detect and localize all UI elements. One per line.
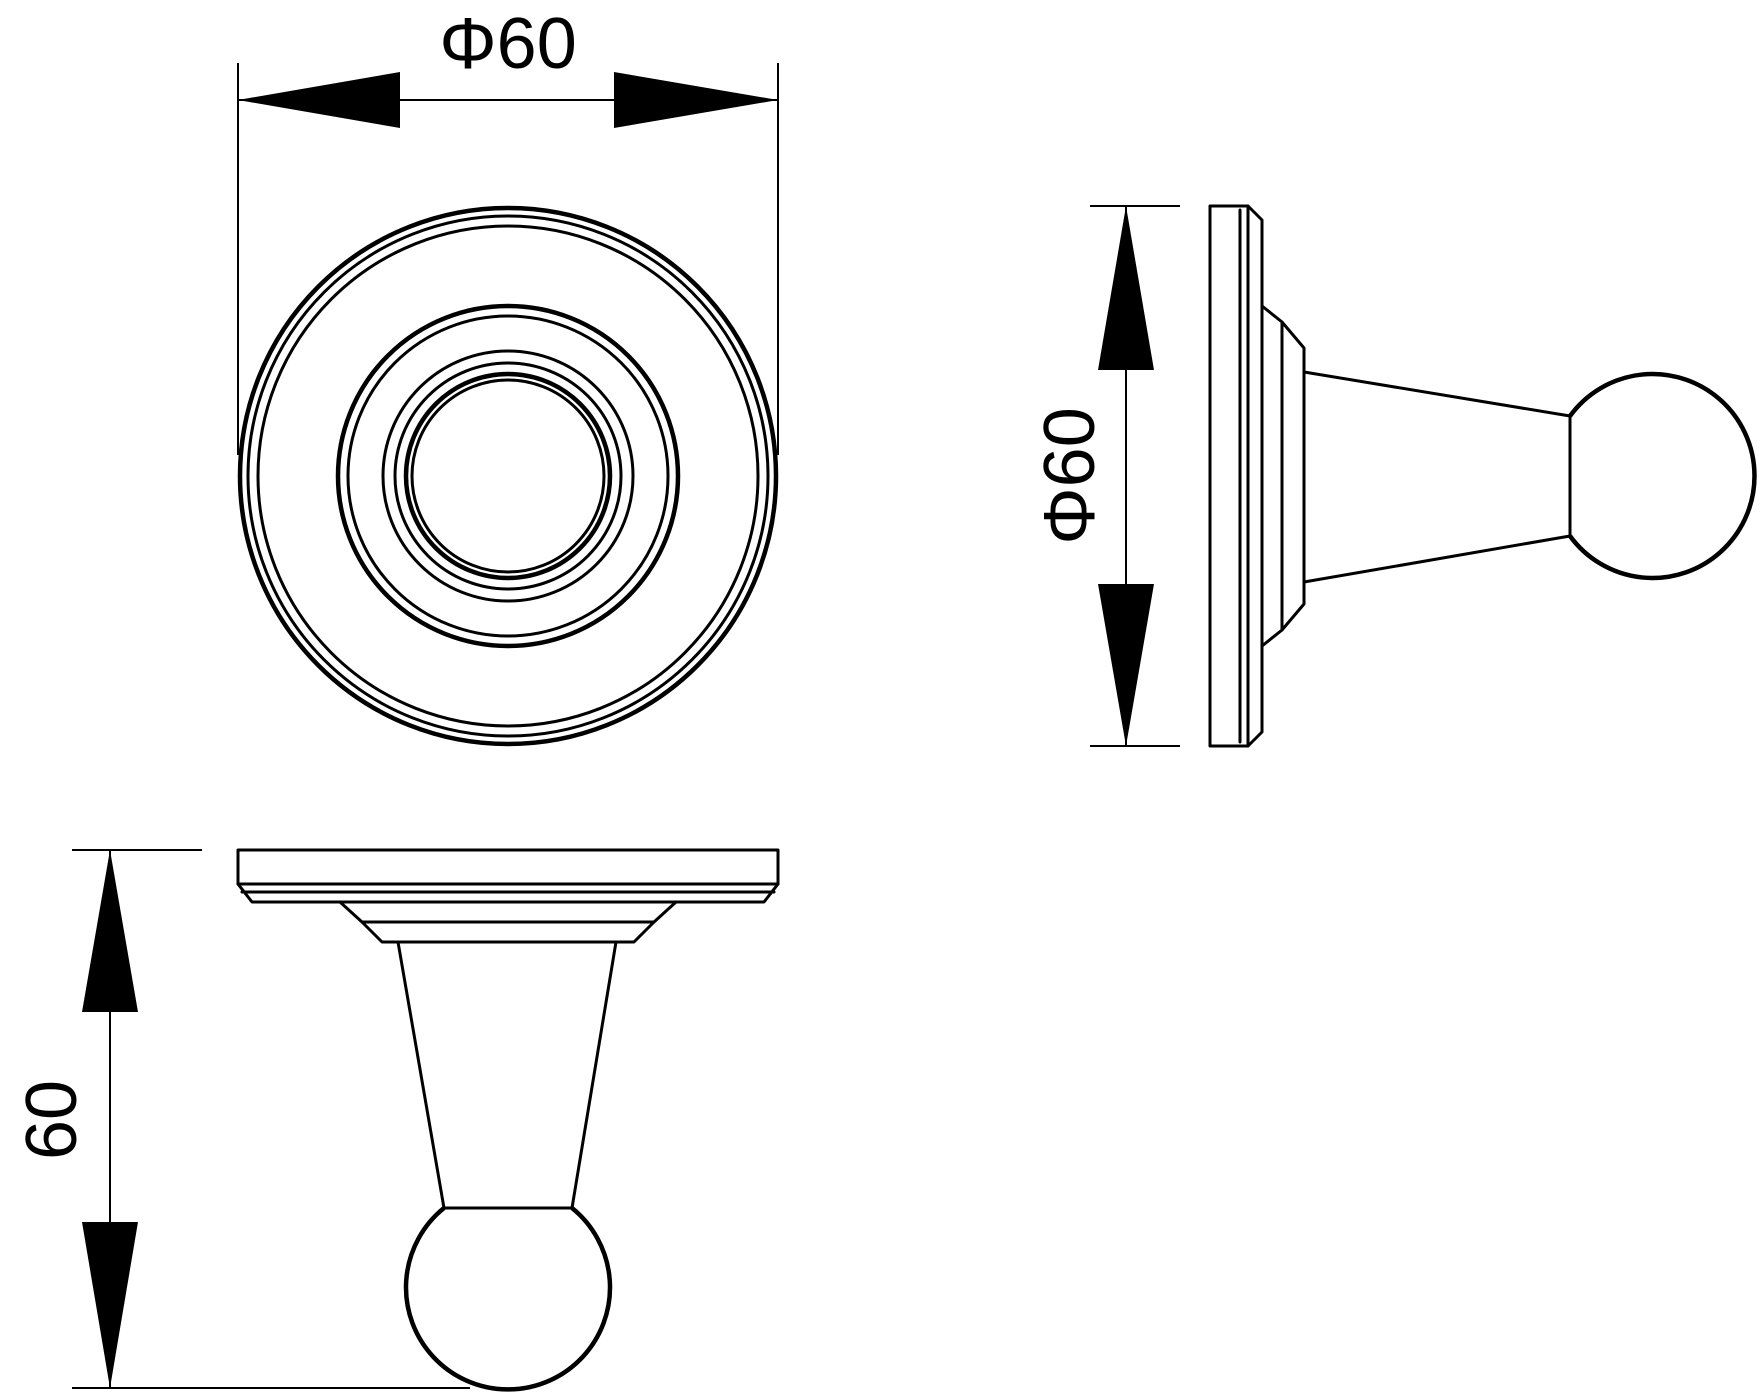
front-view-arrow-bottom <box>82 1222 138 1388</box>
stem-base-circle <box>381 349 635 603</box>
top-view-diameter-label: Φ60 <box>439 4 577 84</box>
rosette-boss-step <box>346 314 670 638</box>
side-knob <box>1568 371 1757 581</box>
front-view-height-label: 60 <box>12 1080 92 1160</box>
top-view-arrow-right <box>614 72 778 128</box>
front-stem-left-edge <box>396 940 446 1210</box>
knob-circle <box>403 371 613 581</box>
front-stem-right-edge <box>570 940 618 1210</box>
side-view: Φ60 <box>1030 204 1757 748</box>
side-view-arrow-bottom <box>1098 584 1154 746</box>
knob-inner-circle <box>410 378 606 574</box>
front-view-arrow-top <box>82 850 138 1012</box>
rosette-outer-rim <box>237 205 779 747</box>
rosette-boss-outer <box>335 303 681 649</box>
front-boss-outline <box>338 900 678 944</box>
stem-base-inner <box>393 361 623 591</box>
top-view-arrow-left <box>238 72 400 128</box>
side-view-arrow-top <box>1098 206 1154 370</box>
side-backplate-outline <box>1208 204 1264 748</box>
front-backplate-outline <box>236 848 780 904</box>
rosette-rim-edge <box>246 214 770 738</box>
side-stem-top-edge <box>1302 370 1572 418</box>
front-knob <box>403 1206 613 1392</box>
top-view: Φ60 <box>237 4 779 747</box>
front-view: 60 <box>12 848 780 1392</box>
rosette-face-edge <box>256 224 760 728</box>
side-stem-bottom-edge <box>1302 534 1572 584</box>
side-view-diameter-label: Φ60 <box>1030 407 1110 545</box>
